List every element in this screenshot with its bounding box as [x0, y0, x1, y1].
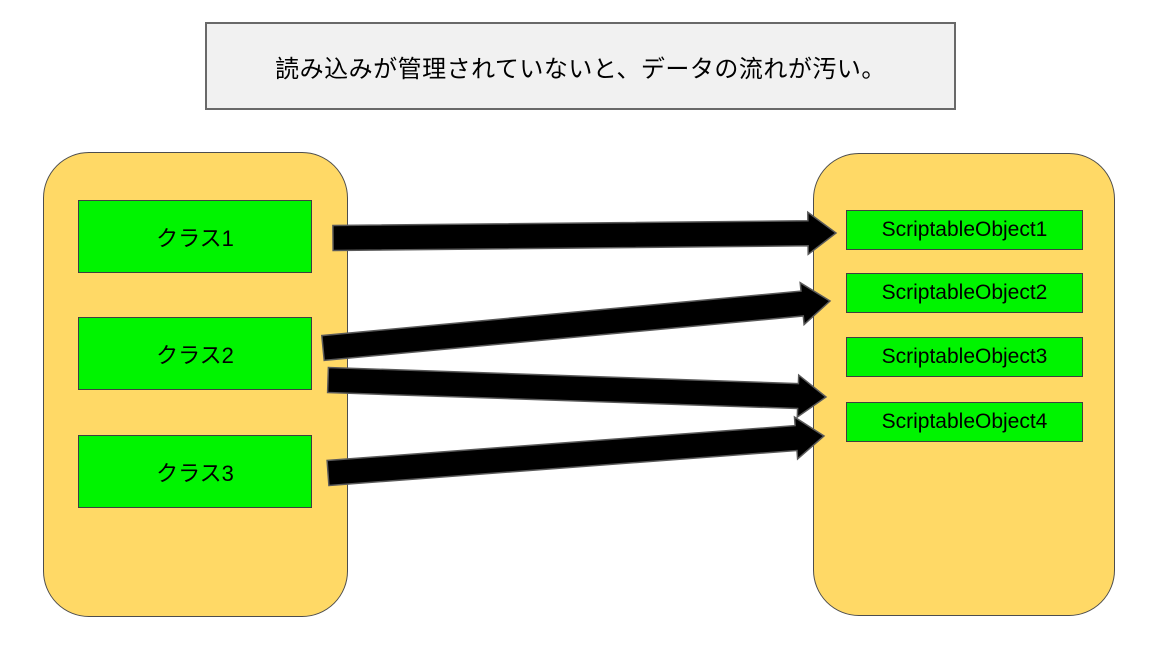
node-label: ScriptableObject1: [881, 218, 1048, 241]
class-node-1: クラス1: [78, 200, 312, 273]
class-node-3: クラス3: [78, 435, 312, 508]
scriptable-object-node-2: ScriptableObject2: [846, 273, 1083, 313]
title-banner: 読み込みが管理されていないと、データの流れが汚い。: [205, 22, 956, 110]
arrow-class2-to-so2: [320, 281, 832, 362]
node-label: クラス2: [156, 342, 234, 368]
scriptable-object-node-4: ScriptableObject4: [846, 402, 1083, 442]
scriptable-object-node-1: ScriptableObject1: [846, 210, 1083, 250]
node-label: クラス3: [156, 460, 234, 486]
node-label: ScriptableObject3: [881, 345, 1048, 368]
arrow-class2-to-so4: [326, 366, 828, 419]
node-label: ScriptableObject4: [881, 410, 1048, 433]
title-text: 読み込みが管理されていないと、データの流れが汚い。: [275, 55, 886, 83]
node-label: クラス1: [156, 225, 234, 251]
scriptable-object-node-3: ScriptableObject3: [846, 337, 1083, 377]
arrow-class3-to-so4: [326, 415, 826, 487]
arrow-class1-to-so1: [332, 210, 838, 256]
class-node-2: クラス2: [78, 317, 312, 390]
node-label: ScriptableObject2: [881, 281, 1048, 304]
